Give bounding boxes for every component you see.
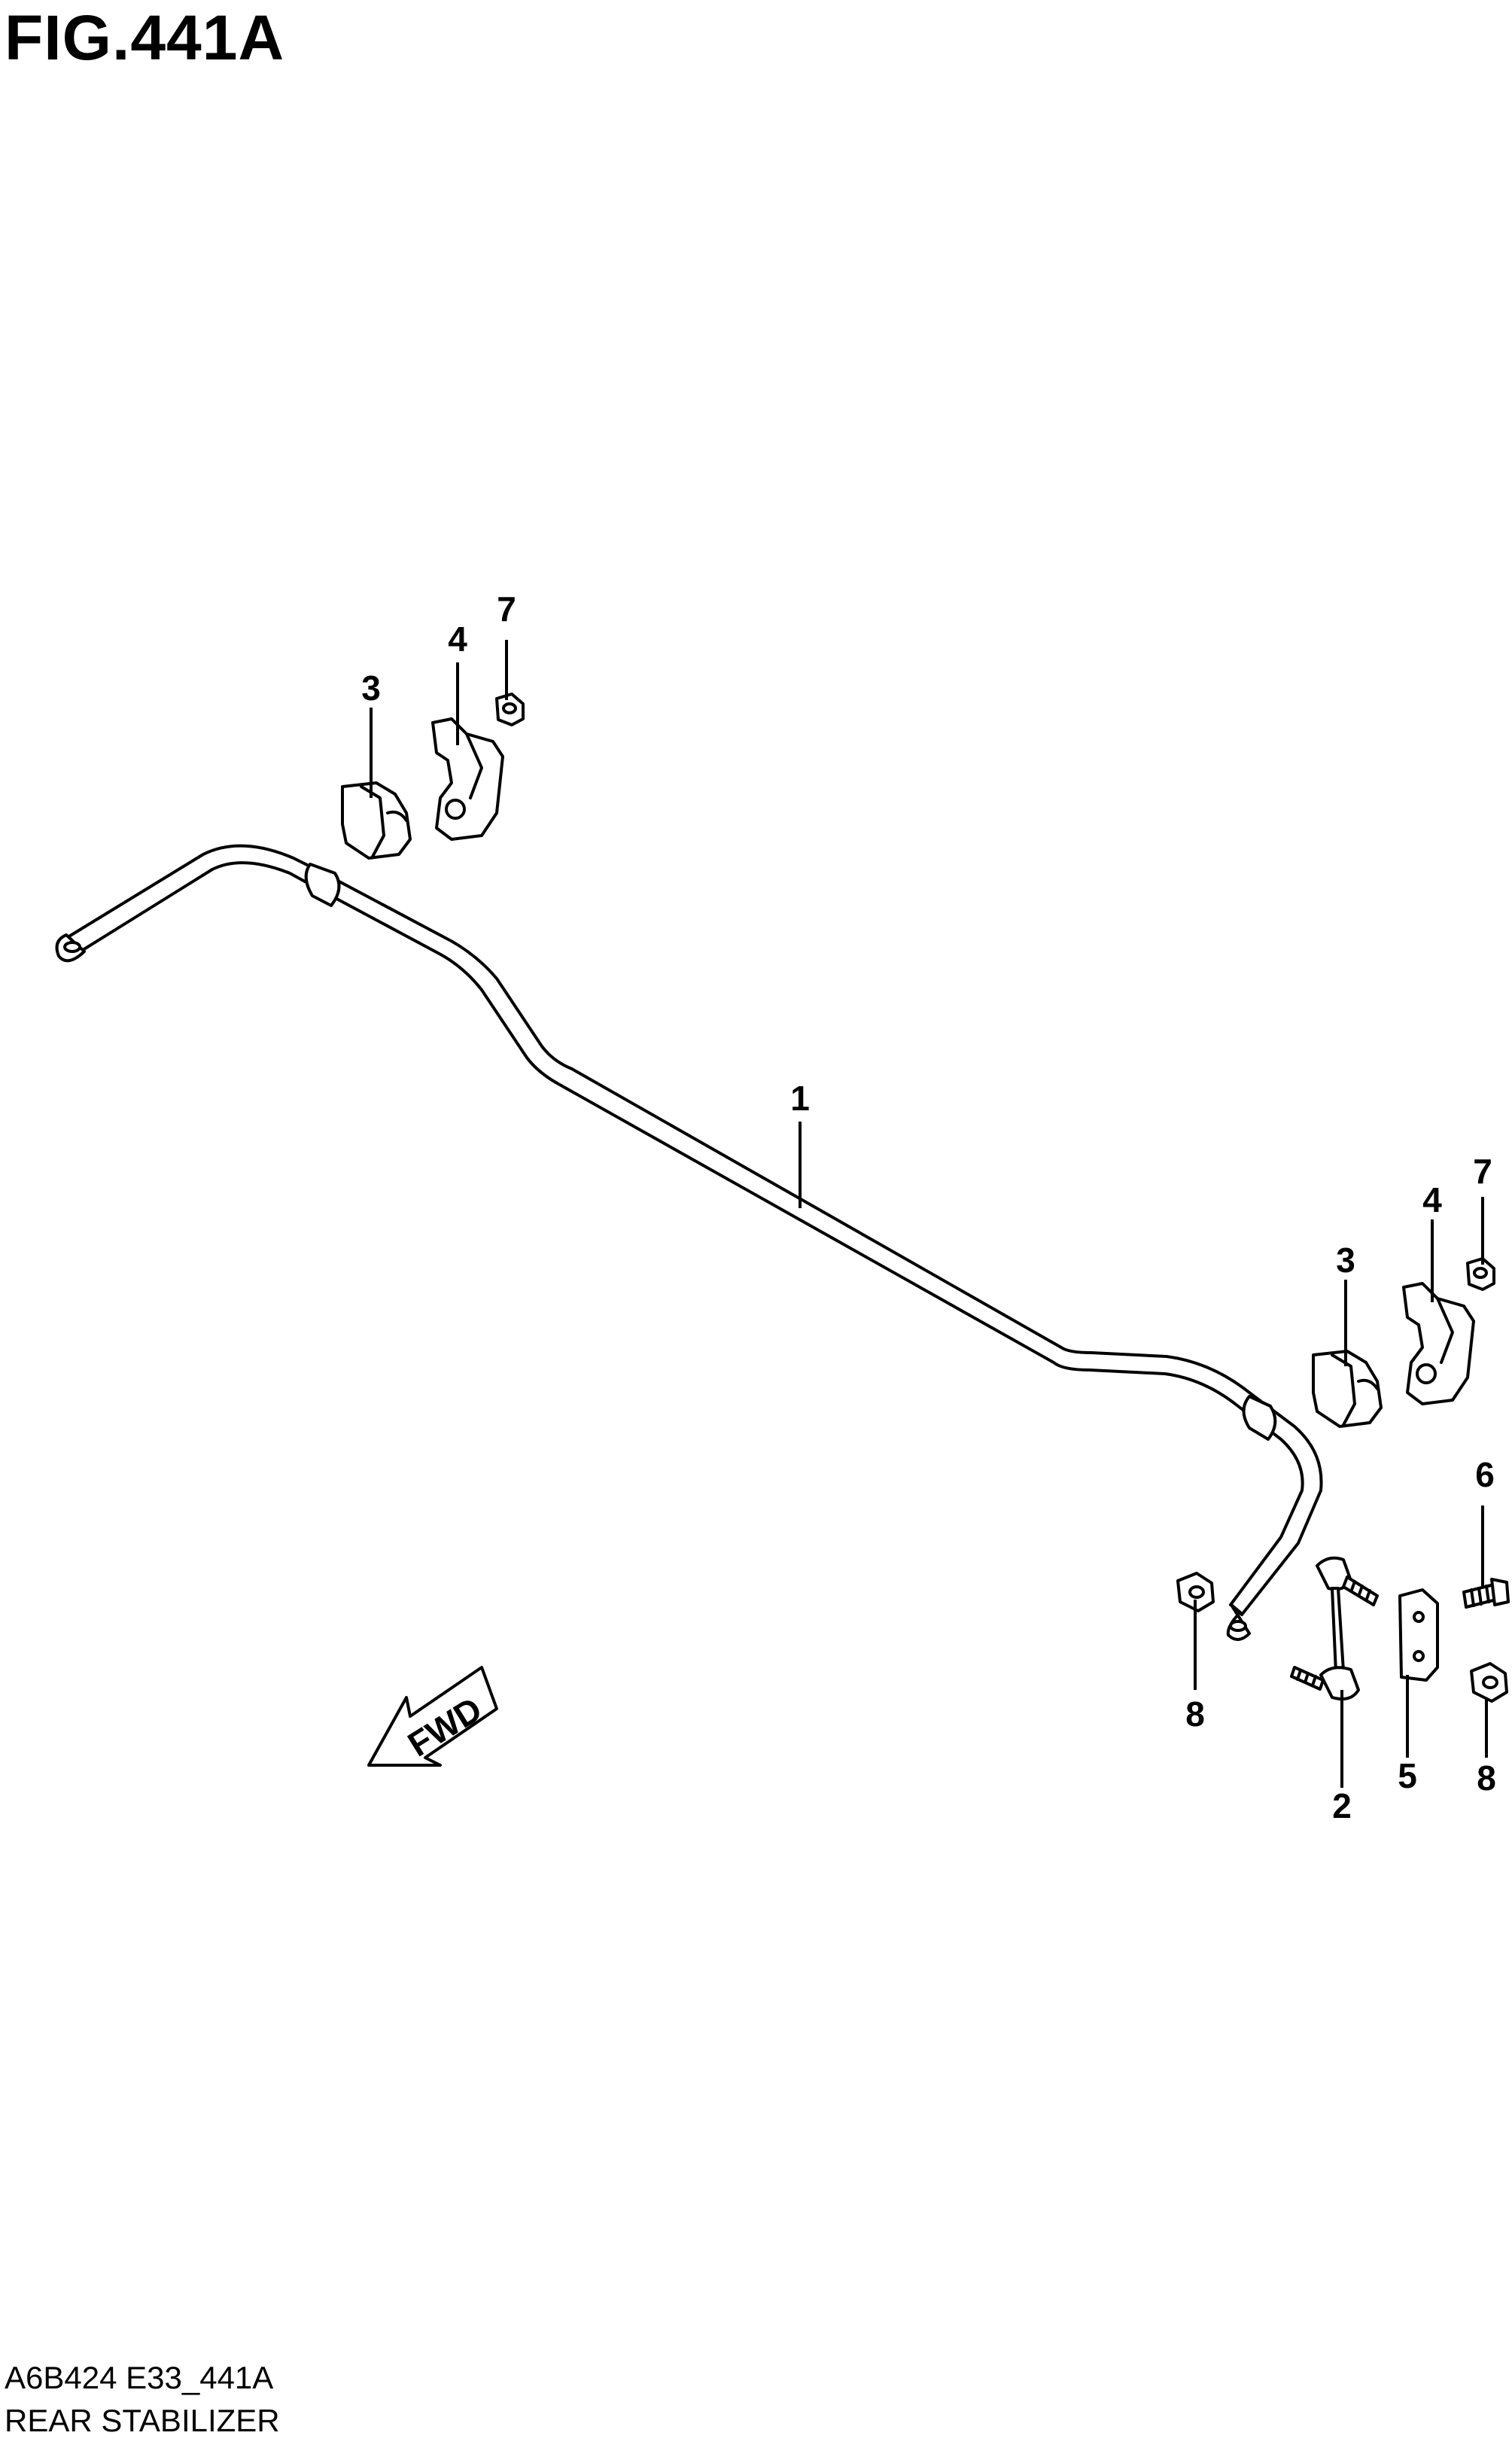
callout-4-right: 4 xyxy=(1422,1180,1442,1219)
figure-name: REAR STABILIZER xyxy=(5,2403,280,2438)
callout-5: 5 xyxy=(1398,1756,1417,1795)
fwd-arrow-icon: FWD xyxy=(367,1666,498,1767)
bracket-left xyxy=(431,717,504,841)
figure-title: FIG.441A xyxy=(5,2,285,73)
bushing-left xyxy=(341,781,412,860)
figure-code: A6B424 E33_441A xyxy=(5,2360,274,2395)
bushing-right xyxy=(1312,1350,1383,1428)
stabilizer-link xyxy=(1290,1556,1379,1700)
callout-8-right: 8 xyxy=(1477,1758,1496,1798)
callout-3-left: 3 xyxy=(361,668,381,708)
callout-2: 2 xyxy=(1332,1786,1352,1825)
nut-left xyxy=(495,693,525,726)
bracket-right xyxy=(1402,1282,1475,1405)
callout-4-left: 4 xyxy=(448,620,467,659)
stabilizer-bar xyxy=(55,844,1323,1641)
callout-3-right: 3 xyxy=(1336,1241,1355,1280)
nut-lower-left xyxy=(1176,1572,1215,1612)
callout-8-left: 8 xyxy=(1185,1694,1205,1734)
callout-6: 6 xyxy=(1475,1455,1495,1494)
callout-7-left: 7 xyxy=(497,589,516,629)
callout-7-right: 7 xyxy=(1473,1152,1492,1191)
callout-1: 1 xyxy=(790,1079,810,1118)
nut-lower-right xyxy=(1470,1662,1508,1703)
bolt xyxy=(1462,1578,1510,1609)
nut-right xyxy=(1466,1257,1495,1291)
plate xyxy=(1398,1588,1439,1682)
